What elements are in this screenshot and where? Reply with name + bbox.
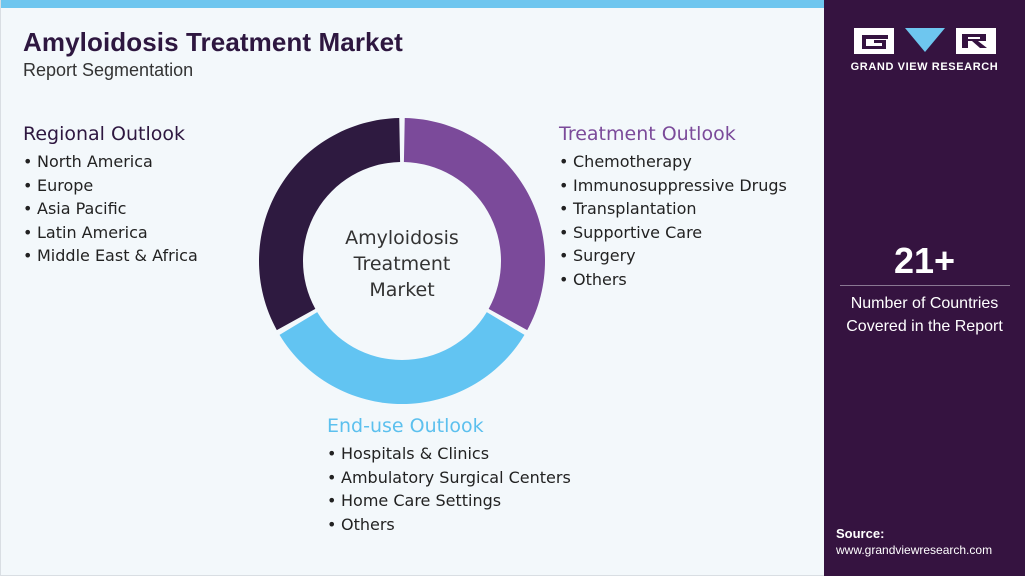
- donut-slice: [279, 312, 525, 405]
- list-item: •Ambulatory Surgical Centers: [327, 466, 571, 490]
- regional-outlook-list: •North America•Europe•Asia Pacific•Latin…: [23, 150, 198, 268]
- donut-center-line: Amyloidosis: [345, 227, 459, 249]
- bullet-icon: •: [327, 491, 337, 510]
- top-accent-bar: [1, 0, 825, 8]
- enduse-outlook-section: End-use Outlook •Hospitals & Clinics•Amb…: [327, 415, 571, 536]
- list-item-label: Surgery: [573, 246, 636, 265]
- list-item-label: Others: [573, 269, 627, 289]
- list-item-label: Supportive Care: [573, 222, 703, 242]
- page-title: Amyloidosis Treatment Market: [23, 27, 403, 57]
- list-item: •North America: [23, 150, 198, 174]
- list-item: •Immunosuppressive Drugs: [559, 174, 787, 198]
- list-item-label: Home Care Settings: [341, 491, 502, 510]
- list-item: •Hospitals & Clinics: [327, 442, 571, 466]
- gvr-logo-icon: [854, 28, 996, 54]
- list-item: •Home Care Settings: [327, 489, 571, 513]
- bullet-icon: •: [559, 246, 569, 265]
- bullet-icon: •: [559, 222, 569, 242]
- source-url: www.grandviewresearch.com: [836, 543, 993, 557]
- brand-name: GRAND VIEW RESEARCH: [850, 61, 999, 73]
- bullet-icon: •: [559, 269, 569, 289]
- list-item-label: Immunosuppressive Drugs: [573, 175, 787, 195]
- list-item-label: Transplantation: [573, 199, 697, 218]
- stat-label-line: Covered in the Report: [846, 318, 1003, 335]
- list-item-label: North America: [37, 152, 153, 171]
- enduse-outlook-list: •Hospitals & Clinics•Ambulatory Surgical…: [327, 442, 571, 536]
- bullet-icon: •: [23, 222, 33, 242]
- treatment-outlook-list: •Chemotherapy•Immunosuppressive Drugs•Tr…: [559, 150, 787, 291]
- bullet-icon: •: [23, 152, 33, 171]
- bullet-icon: •: [559, 199, 569, 218]
- stat-label-line: Number of Countries: [850, 295, 999, 312]
- bullet-icon: •: [559, 175, 569, 195]
- list-item: •Europe: [23, 174, 198, 198]
- main-panel: Amyloidosis Treatment Market Report Segm…: [0, 0, 825, 576]
- page-subtitle: Report Segmentation: [23, 60, 194, 80]
- sidebar: GRAND VIEW RESEARCH 21+ Number of Countr…: [824, 0, 1025, 576]
- list-item-label: Ambulatory Surgical Centers: [341, 467, 571, 487]
- list-item: •Others: [559, 268, 787, 292]
- list-item-label: Asia Pacific: [37, 199, 127, 218]
- segmentation-donut: [259, 118, 545, 405]
- source-label: Source:: [836, 526, 885, 541]
- list-item: •Middle East & Africa: [23, 244, 198, 268]
- bullet-icon: •: [559, 152, 569, 171]
- regional-outlook-section: Regional Outlook •North America•Europe•A…: [23, 123, 198, 268]
- list-item-label: Middle East & Africa: [37, 246, 198, 265]
- list-item-label: Hospitals & Clinics: [341, 444, 490, 463]
- stat-divider: [840, 285, 1010, 286]
- list-item-label: Others: [341, 514, 395, 534]
- bullet-icon: •: [327, 514, 337, 534]
- list-item: •Transplantation: [559, 197, 787, 221]
- treatment-outlook-heading: Treatment Outlook: [559, 123, 736, 145]
- bullet-icon: •: [23, 199, 33, 218]
- enduse-outlook-heading: End-use Outlook: [327, 415, 484, 437]
- country-count-value: 21+: [893, 240, 956, 281]
- bullet-icon: •: [327, 444, 337, 463]
- bullet-icon: •: [327, 467, 337, 487]
- list-item: •Asia Pacific: [23, 197, 198, 221]
- list-item: •Others: [327, 513, 571, 537]
- list-item: •Surgery: [559, 244, 787, 268]
- donut-slice: [259, 118, 401, 331]
- bullet-icon: •: [23, 246, 33, 265]
- country-count-label: Number of Countries Covered in the Repor…: [824, 292, 1025, 338]
- list-item-label: Chemotherapy: [573, 152, 692, 171]
- list-item-label: Latin America: [37, 222, 148, 242]
- regional-outlook-heading: Regional Outlook: [23, 123, 185, 145]
- list-item: •Latin America: [23, 221, 198, 245]
- list-item: •Supportive Care: [559, 221, 787, 245]
- bullet-icon: •: [23, 175, 33, 195]
- list-item: •Chemotherapy: [559, 150, 787, 174]
- treatment-outlook-section: Treatment Outlook •Chemotherapy•Immunosu…: [559, 123, 787, 291]
- donut-center-line: Market: [369, 279, 435, 301]
- donut-center-line: Treatment: [353, 253, 451, 275]
- donut-center-label: Amyloidosis Treatment Market: [316, 225, 488, 303]
- list-item-label: Europe: [37, 175, 94, 195]
- donut-slice: [403, 118, 545, 331]
